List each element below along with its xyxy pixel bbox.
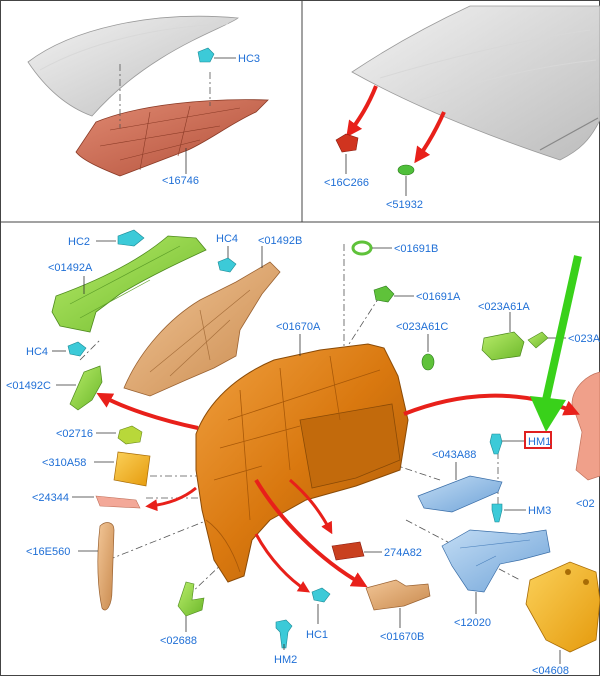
arrow-red-top-1 bbox=[346, 85, 378, 138]
label-01492b: <01492B bbox=[258, 235, 302, 247]
clip-hc1 bbox=[311, 587, 331, 603]
label-02716: <02716 bbox=[56, 428, 93, 440]
part-51932 bbox=[397, 164, 415, 176]
label-hc2: HC2 bbox=[68, 236, 90, 248]
part-16c266 bbox=[335, 133, 359, 153]
part-01492a-green-crossmember bbox=[51, 235, 207, 333]
panel-top-right: <16C266 <51932 bbox=[324, 5, 600, 211]
bolt-hm3 bbox=[491, 503, 503, 523]
label-16e560: <16E560 bbox=[26, 546, 70, 558]
clip-hc3 bbox=[197, 47, 215, 63]
label-hc3: HC3 bbox=[238, 53, 260, 65]
clip-hc4-left bbox=[67, 341, 87, 357]
label-01492a: <01492A bbox=[48, 262, 93, 274]
label-023a61c: <023A61C bbox=[396, 321, 448, 333]
part-02688 bbox=[177, 581, 205, 617]
arrow-red-24344 bbox=[145, 486, 197, 512]
label-01691a: <01691A bbox=[416, 291, 461, 303]
arrow-red-hc1 bbox=[254, 533, 311, 593]
label-16746: <16746 bbox=[162, 175, 199, 187]
label-043a88: <043A88 bbox=[432, 449, 476, 461]
bolt-hm2 bbox=[275, 619, 293, 649]
part-023a61c bbox=[421, 353, 435, 371]
part-274a82 bbox=[331, 541, 365, 561]
label-310a58: <310A58 bbox=[42, 457, 86, 469]
label-16c266: <16C266 bbox=[324, 177, 369, 189]
part-02716 bbox=[117, 425, 143, 445]
label-023a-edge: <023A bbox=[568, 333, 600, 345]
label-01691b: <01691B bbox=[394, 243, 438, 255]
hm1-highlight-box bbox=[524, 431, 552, 449]
label-51932: <51932 bbox=[386, 199, 423, 211]
part-12020-blue-bracket bbox=[441, 529, 551, 593]
label-12020: <12020 bbox=[454, 617, 491, 629]
panel-top-left: HC3 <16746 bbox=[27, 15, 269, 187]
label-01670a: <01670A bbox=[276, 321, 321, 333]
label-hm3: HM3 bbox=[528, 505, 551, 517]
label-hm2: HM2 bbox=[274, 654, 297, 666]
panel-main: HC2 <01492A HC4 HC4 <01492B <01691B <016… bbox=[6, 229, 600, 676]
part-043a88-bracket bbox=[417, 475, 503, 513]
arrow-green-hm1 bbox=[542, 255, 582, 401]
part-04608-yellow bbox=[525, 561, 600, 653]
label-01670b: <01670B bbox=[380, 631, 424, 643]
clip-hc4-top bbox=[217, 257, 237, 273]
part-16e560 bbox=[97, 522, 115, 611]
arrow-red-top-2 bbox=[414, 111, 446, 164]
part-01691b-grommet bbox=[351, 240, 373, 256]
part-01670a-dash-panel bbox=[195, 343, 409, 583]
bolt-hm1 bbox=[489, 433, 503, 455]
clip-hc2 bbox=[117, 229, 145, 247]
part-edge-salmon bbox=[571, 371, 600, 481]
label-04608: <04608 bbox=[532, 665, 569, 676]
arrow-red-left bbox=[96, 392, 199, 430]
arrow-red-01670b bbox=[254, 478, 368, 588]
part-24344 bbox=[95, 495, 141, 509]
label-24344: <24344 bbox=[32, 492, 69, 504]
roof-panel-left bbox=[27, 15, 240, 117]
label-hc4-left: HC4 bbox=[26, 346, 48, 358]
label-023a61a: <023A61A bbox=[478, 301, 530, 313]
part-01492c-bracket bbox=[69, 365, 103, 411]
headliner-part-16746 bbox=[75, 99, 269, 177]
part-01670b-bracket bbox=[365, 579, 431, 611]
label-02688: <02688 bbox=[160, 635, 197, 647]
part-310a58 bbox=[113, 451, 151, 487]
label-274a82: 274A82 bbox=[384, 547, 422, 559]
arrow-red-274a82 bbox=[289, 478, 333, 535]
part-01691a-plug bbox=[373, 285, 395, 303]
part-023a61a-bracket bbox=[481, 331, 525, 361]
label-02-edge: <02 bbox=[576, 498, 595, 510]
label-hc1: HC1 bbox=[306, 629, 328, 641]
label-01492c: <01492C bbox=[6, 380, 51, 392]
label-hc4-top: HC4 bbox=[216, 233, 238, 245]
label-hm1: HM1 bbox=[528, 436, 551, 448]
